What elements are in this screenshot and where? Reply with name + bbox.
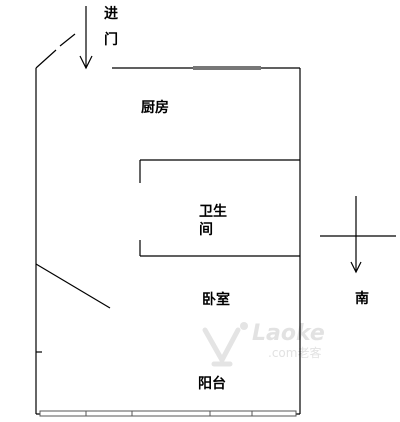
windows	[39, 66, 297, 417]
compass-arrow-icon	[320, 196, 396, 274]
bathroom-label-line1: 卫生	[199, 203, 227, 220]
bedroom-door-swing	[35, 263, 111, 309]
watermark-brand: Laoke	[252, 321, 325, 346]
kitchen-label: 厨房	[141, 99, 169, 116]
watermark-subtext: .com老客	[268, 345, 321, 360]
entrance-door-swing-tip	[59, 33, 76, 47]
balcony-label: 阳台	[198, 375, 226, 392]
entrance-arrow-icon	[79, 6, 93, 70]
entrance-label-line2: 门	[104, 31, 118, 48]
watermark-figure-icon	[202, 322, 248, 367]
bathroom-label-line2: 间	[199, 221, 213, 238]
watermark-logo: Laoke .com老客	[202, 321, 325, 367]
bathroom-walls	[139, 159, 300, 257]
top-window	[193, 66, 261, 70]
balcony-window	[39, 410, 297, 417]
outer-walls	[35, 33, 301, 415]
entrance-label-line1: 进	[104, 6, 118, 22]
entrance-door-swing	[35, 49, 57, 69]
bedroom-label: 卧室	[202, 291, 230, 308]
south-label: 南	[355, 290, 369, 307]
